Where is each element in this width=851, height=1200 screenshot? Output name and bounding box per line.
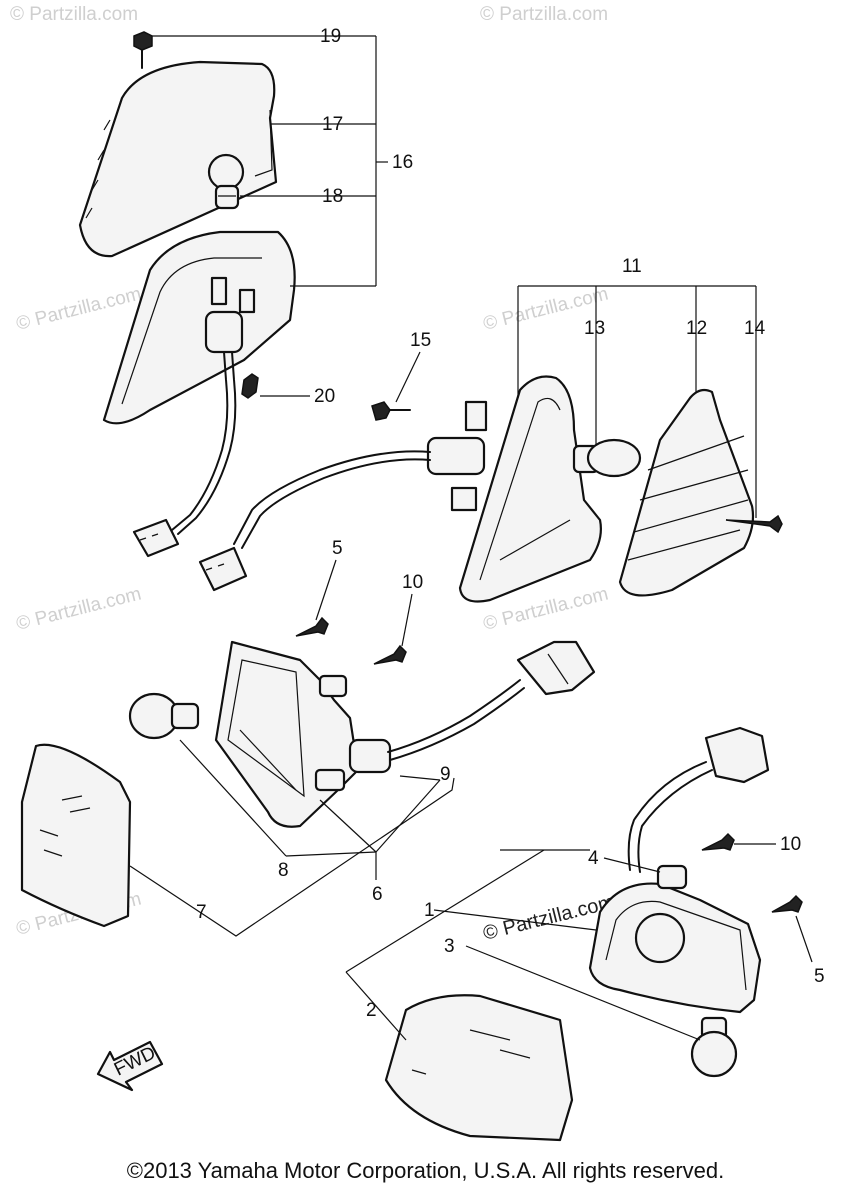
socket: [204, 310, 244, 354]
callout-5-upper: 5: [332, 538, 343, 559]
callout-10-lower: 10: [780, 834, 801, 855]
watermark-text: © Partzilla.com: [14, 284, 143, 335]
leader-lines: [129, 35, 813, 1041]
callout-16: 16: [392, 152, 413, 173]
mount-tab: [656, 864, 688, 890]
socket-tab: [238, 288, 256, 314]
screw-14-icon: [725, 514, 783, 534]
callout-17: 17: [322, 114, 343, 135]
exploded-parts-diagram: © Partzilla.com © Partzilla.com © Partzi…: [10, 4, 825, 1142]
bulb-3-icon: [690, 1016, 738, 1078]
callout-14: 14: [744, 318, 766, 339]
housing-11: [458, 375, 602, 603]
callout-3: 3: [444, 936, 455, 957]
socket: [348, 738, 392, 774]
front-turn-signal-left: [20, 616, 596, 928]
screw-5-icon: [771, 894, 803, 913]
callout-4: 4: [588, 848, 599, 869]
rear-turn-signal-right: [198, 375, 783, 603]
callout-6: 6: [372, 884, 383, 905]
connector: [198, 546, 248, 592]
callout-5-lower: 5: [814, 966, 825, 987]
screw-10-icon: [701, 832, 735, 851]
callout-2: 2: [366, 1000, 377, 1021]
bulb-13-icon: [572, 438, 642, 478]
mount-tab: [450, 486, 478, 512]
bulb-18-icon: [207, 153, 245, 210]
callout-18: 18: [322, 186, 343, 207]
lens-17: [78, 60, 278, 258]
screw-10-icon: [373, 644, 407, 665]
callout-9: 9: [440, 764, 451, 785]
socket: [634, 912, 686, 964]
mount-tab: [464, 400, 488, 432]
socket-tab: [210, 276, 228, 306]
callout-15: 15: [410, 330, 431, 351]
copyright-notice: ©2013 Yamaha Motor Corporation, U.S.A. A…: [126, 1158, 725, 1183]
lens-12: [618, 388, 755, 597]
callout-1: 1: [424, 900, 435, 921]
bulb-8-icon: [128, 692, 200, 740]
lens-2: [384, 994, 574, 1142]
callout-19: 19: [320, 26, 341, 47]
lens-7: [20, 743, 132, 928]
watermark-text: © Partzilla.com: [14, 584, 143, 635]
housing-16: [102, 230, 296, 425]
connector: [704, 726, 770, 784]
watermark-text: © Partzilla.com: [10, 4, 138, 25]
callout-7: 7: [196, 902, 207, 923]
socket: [426, 436, 486, 476]
watermark-text: © Partzilla.com: [480, 4, 608, 25]
callout-numbers: 19 17 16 18 20 11 13 12 14 15 5 10 9 8 6…: [196, 26, 825, 1021]
callout-11: 11: [622, 256, 642, 277]
screw-15-icon: [371, 401, 391, 421]
callout-12: 12: [686, 318, 707, 339]
callout-8: 8: [278, 860, 289, 881]
callout-10-upper: 10: [402, 572, 423, 593]
fwd-arrow-icon: FWD: [96, 1040, 164, 1092]
connector: [132, 518, 180, 558]
rear-turn-signal-left: [78, 31, 296, 558]
connector: [516, 640, 596, 696]
screw-20-icon: [241, 373, 259, 399]
mount-tab: [318, 674, 348, 698]
front-turn-signal-right: [384, 726, 803, 1142]
callout-13: 13: [584, 318, 605, 339]
callout-20: 20: [314, 386, 335, 407]
screw-5-icon: [295, 616, 329, 637]
screw-19-icon: [133, 31, 153, 51]
mount-tab: [314, 768, 346, 792]
